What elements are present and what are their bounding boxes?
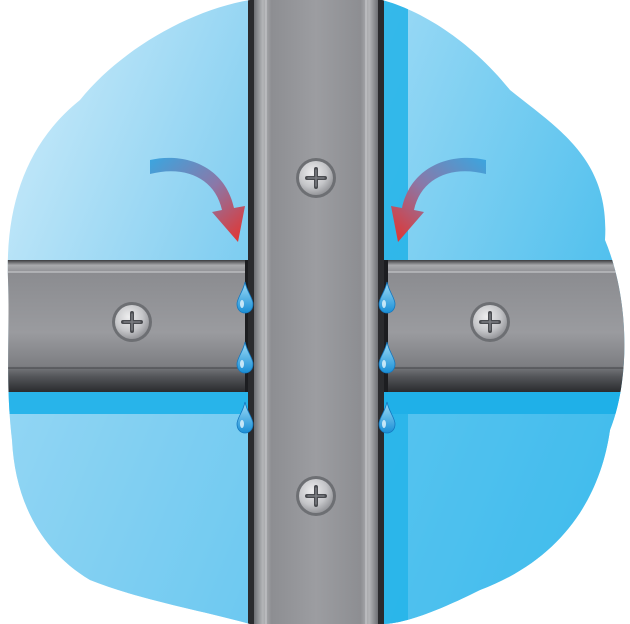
water-drop-icon <box>236 401 254 434</box>
water-drop-icon <box>378 281 396 314</box>
glass-pane-lower-left <box>7 392 255 624</box>
arrows <box>150 157 486 242</box>
water-drops <box>236 281 396 434</box>
vertical-mullion <box>248 0 384 624</box>
glass-band-left <box>7 392 255 414</box>
water-drop-icon <box>236 341 254 374</box>
phillips-screw-icon <box>112 302 152 342</box>
curved-arrow-icon-left <box>150 157 245 242</box>
phillips-screw-icon <box>296 476 336 516</box>
water-drop-icon <box>378 341 396 374</box>
curved-arrow-icon-right <box>391 157 486 242</box>
phillips-screw-icon <box>296 158 336 198</box>
glass-shade-lower-right <box>408 414 625 624</box>
screws <box>112 158 510 516</box>
water-drop-icon <box>378 401 396 434</box>
phillips-screw-icon <box>470 302 510 342</box>
glass-band-right <box>378 392 625 414</box>
water-drop-icon <box>236 281 254 314</box>
